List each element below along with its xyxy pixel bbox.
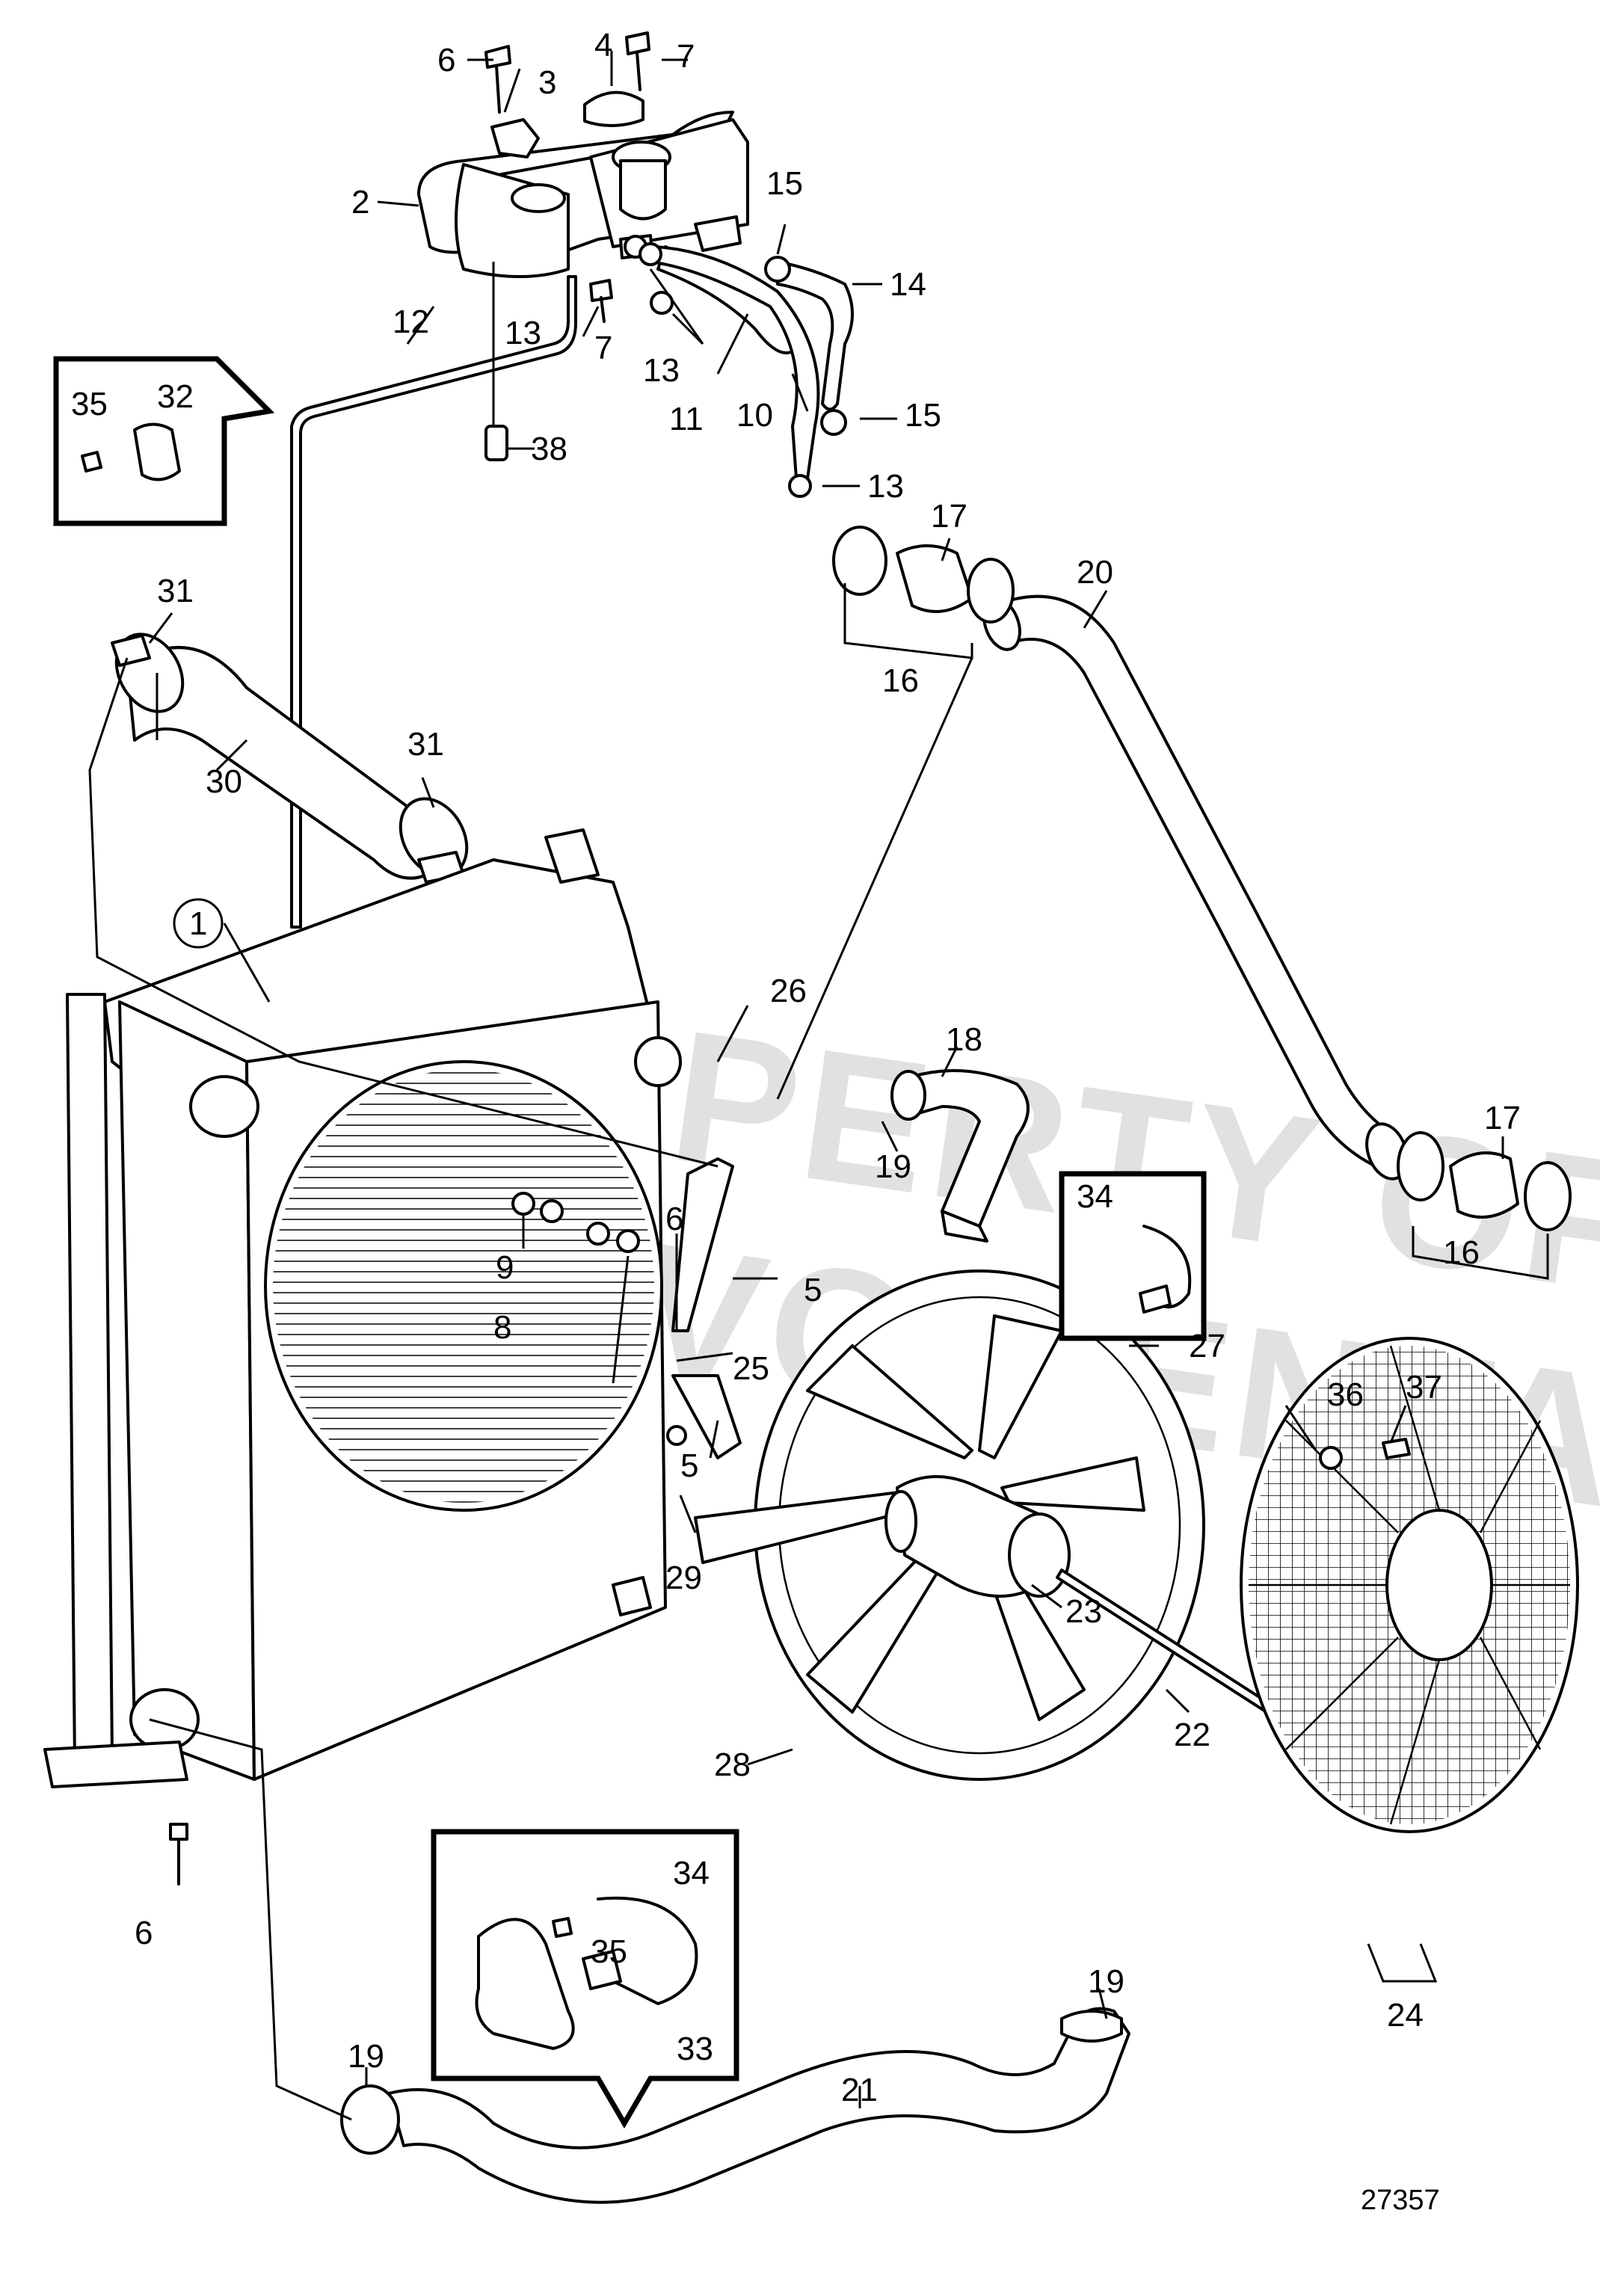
callout-18: 18 [946, 1021, 982, 1058]
callout-10: 10 [736, 397, 773, 434]
nut-icon [1319, 1446, 1343, 1470]
callout-11: 11 [669, 401, 704, 437]
callout-6: 6 [135, 1915, 153, 1951]
callout-1: 1 [189, 905, 207, 942]
bolt-icon [81, 451, 102, 473]
overflow-pipe [290, 275, 577, 929]
callout-34: 34 [1077, 1178, 1113, 1215]
callout-19: 19 [875, 1148, 911, 1185]
filler-cap-icon [583, 90, 644, 127]
coolant-pipe-icon [911, 1069, 1030, 1228]
bolt-icon [484, 45, 511, 114]
callout-15: 15 [766, 165, 803, 202]
callout-26: 26 [770, 973, 807, 1009]
leader-lines [88, 51, 1549, 2121]
bracket-icon [475, 1918, 575, 2050]
washers [511, 1192, 687, 1446]
callout-13: 13 [505, 315, 541, 351]
callout-4: 4 [594, 27, 612, 64]
callout-5: 5 [804, 1272, 822, 1308]
callout-9: 9 [496, 1249, 514, 1286]
callout-34: 34 [673, 1855, 710, 1892]
callout-24: 24 [1387, 1997, 1424, 2034]
callout-15: 15 [905, 397, 941, 434]
callout-27: 27 [1189, 1328, 1225, 1364]
spacer-icon [484, 425, 508, 461]
inset-bottom [431, 1829, 739, 2129]
callout-16: 16 [882, 662, 919, 699]
callout-38: 38 [531, 431, 567, 467]
inset-right [1059, 1171, 1207, 1341]
fan-icon [694, 1269, 1273, 1781]
callout-13: 13 [643, 352, 680, 389]
callout-32: 32 [157, 378, 194, 415]
callout-17: 17 [931, 498, 967, 535]
bolt-icon [169, 1823, 188, 1886]
callout-2: 2 [351, 184, 369, 221]
callout-23: 23 [1065, 1593, 1102, 1630]
callout-6: 6 [437, 42, 455, 79]
callout-8: 8 [493, 1309, 511, 1346]
callout-30: 30 [206, 763, 242, 800]
callouts: 1 2 3 4 5 5 6 6 6 7 7 8 9 10 11 12 13 13… [71, 27, 1521, 2108]
callout-3: 3 [538, 64, 556, 101]
callout-25: 25 [733, 1350, 769, 1387]
callout-31: 31 [407, 726, 444, 763]
callout-35: 35 [71, 386, 108, 422]
callout-1-circle [173, 898, 224, 949]
callout-29: 29 [665, 1560, 702, 1596]
callout-33: 33 [677, 2031, 713, 2067]
document-number: 27357 [1361, 2185, 1440, 2216]
callout-17: 17 [1484, 1100, 1521, 1136]
callout-16: 16 [1443, 1234, 1480, 1271]
callout-14: 14 [890, 266, 926, 303]
bolt-icon [552, 1917, 573, 1938]
plug-icon [490, 118, 540, 158]
callout-22: 22 [1174, 1717, 1210, 1753]
inset-top-left [53, 356, 275, 526]
callout-6: 6 [665, 1201, 683, 1237]
overflow-hoses [624, 235, 854, 498]
clamp-icon [133, 422, 181, 481]
callout-19: 19 [1088, 1963, 1124, 2000]
bolt-icon [1382, 1438, 1411, 1459]
callout-5: 5 [680, 1447, 698, 1484]
callout-19: 19 [348, 2038, 384, 2075]
callout-37: 37 [1406, 1369, 1442, 1406]
callout-31: 31 [157, 573, 194, 609]
bolt-icon [625, 31, 650, 91]
callout-7: 7 [677, 38, 695, 75]
strap-icon [1139, 1284, 1172, 1314]
callout-21: 21 [841, 2072, 878, 2108]
callout-28: 28 [714, 1746, 751, 1783]
radiator-icon [43, 828, 742, 1788]
callout-7: 7 [594, 330, 612, 366]
strap-icon [582, 1950, 622, 1990]
callout-36: 36 [1327, 1376, 1364, 1413]
callout-12: 12 [393, 304, 429, 340]
callout-13: 13 [867, 468, 904, 505]
callout-35: 35 [591, 1933, 627, 1970]
expansion-tank-icon [417, 31, 749, 323]
callout-20: 20 [1077, 554, 1113, 591]
bolt-icon [589, 279, 613, 323]
